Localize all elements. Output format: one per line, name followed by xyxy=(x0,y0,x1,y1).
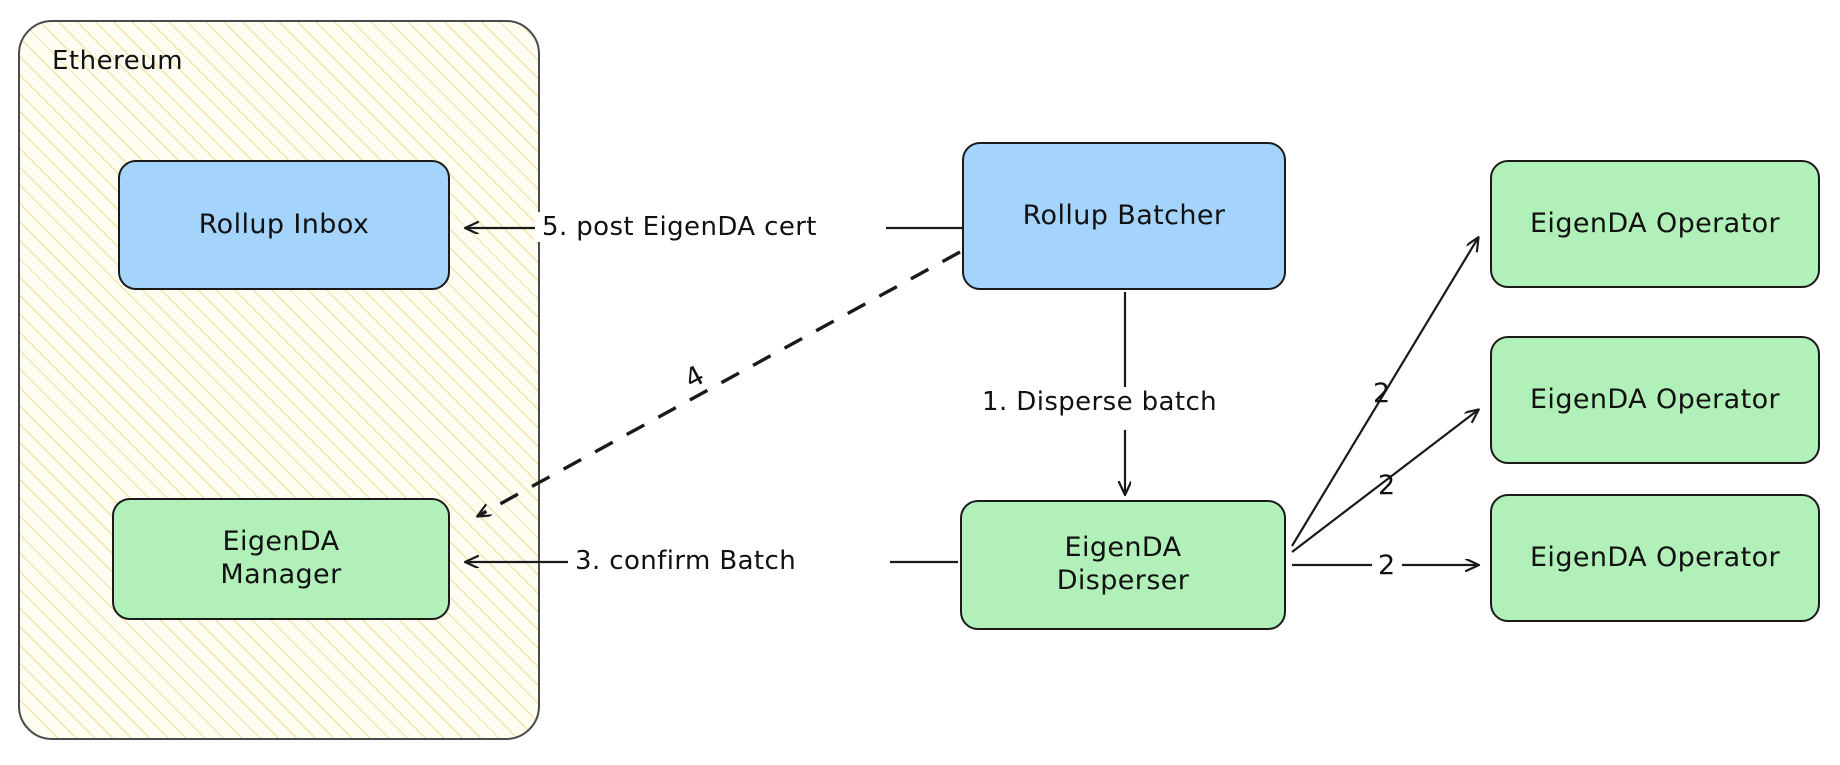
node-eigenda-manager-label-line2: Manager xyxy=(220,559,342,590)
edge-label-4: 4 xyxy=(679,359,710,396)
node-eigenda-operator-2-label: EigenDA Operator xyxy=(1529,383,1781,415)
edge-label-disperse-batch: 1. Disperse batch xyxy=(975,387,1225,417)
node-eigenda-manager-label-line1: EigenDA xyxy=(222,526,340,558)
node-eigenda-manager[interactable]: EigenDA Manager xyxy=(112,498,450,620)
node-eigenda-disperser-label-line1: EigenDA xyxy=(1064,532,1182,564)
node-rollup-inbox-label: Rollup Inbox xyxy=(198,208,370,240)
node-eigenda-operator-3-label: EigenDA Operator xyxy=(1529,541,1781,573)
node-eigenda-manager-label: EigenDA Manager xyxy=(220,526,341,592)
node-eigenda-disperser-label-line2: Disperser xyxy=(1056,565,1190,596)
node-rollup-batcher-label: Rollup Batcher xyxy=(1022,199,1226,231)
node-eigenda-operator-2[interactable]: EigenDA Operator xyxy=(1490,336,1820,464)
node-rollup-inbox[interactable]: Rollup Inbox xyxy=(118,160,450,290)
edge-label-2-operator-2: 2 xyxy=(1378,470,1396,501)
node-rollup-batcher[interactable]: Rollup Batcher xyxy=(962,142,1286,290)
node-eigenda-disperser[interactable]: EigenDA Disperser xyxy=(960,500,1286,630)
group-ethereum-label: Ethereum xyxy=(52,46,184,76)
edge-label-2-operator-1: 2 xyxy=(1373,378,1391,409)
node-eigenda-operator-1[interactable]: EigenDA Operator xyxy=(1490,160,1820,288)
node-eigenda-disperser-label: EigenDA Disperser xyxy=(1057,532,1190,598)
node-eigenda-operator-3[interactable]: EigenDA Operator xyxy=(1490,494,1820,622)
node-eigenda-operator-1-label: EigenDA Operator xyxy=(1529,207,1781,239)
edge-label-2-operator-3: 2 xyxy=(1372,550,1402,581)
group-ethereum xyxy=(18,20,540,740)
edge-4-dashed xyxy=(478,250,961,516)
edge-label-post-eigenda-cert: 5. post EigenDA cert xyxy=(535,212,824,242)
edge-label-confirm-batch: 3. confirm Batch xyxy=(568,546,804,576)
